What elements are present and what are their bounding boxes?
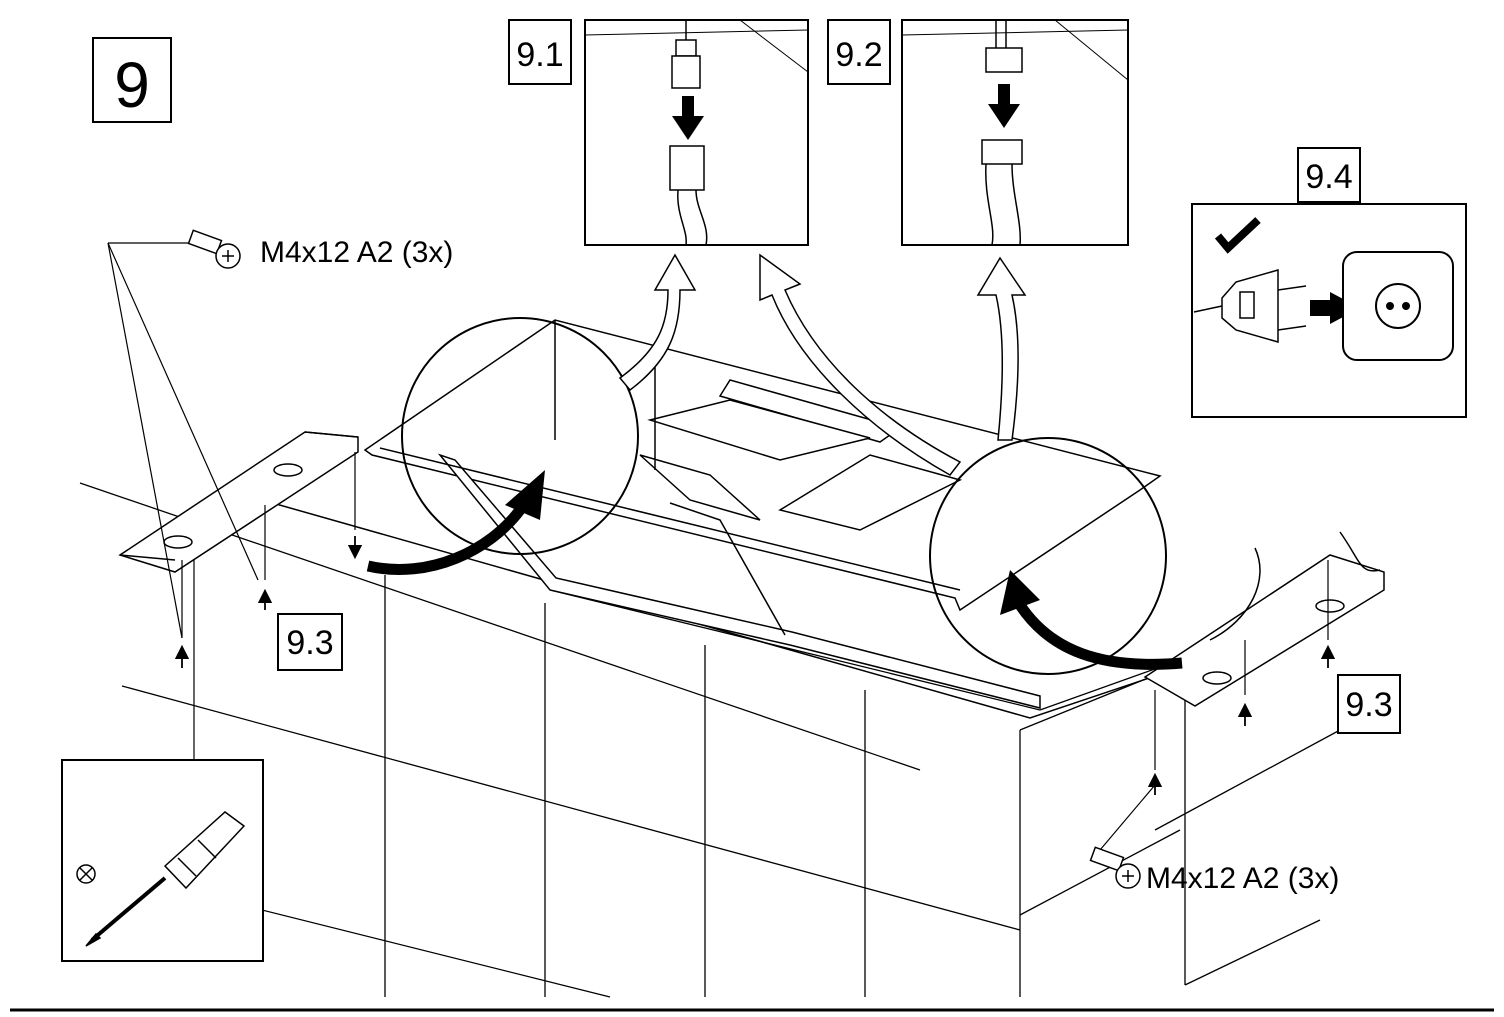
detail-9-4-label: 9.4: [1305, 158, 1352, 196]
step-number: 9: [114, 49, 150, 121]
cabinet-outline: [79, 482, 1341, 998]
screw-spec-left: M4x12 A2 (3x): [187, 229, 453, 269]
magnifier-left: [401, 317, 639, 555]
detail-9-1: 9.1: [508, 19, 809, 246]
screw-arrows: [174, 536, 1336, 795]
detail-9-1-label: 9.1: [516, 36, 563, 74]
magnifier-right: [929, 437, 1167, 675]
socket-connector-icon: [981, 139, 1023, 246]
right-mounting-rail: [1143, 531, 1385, 707]
female-connector-icon: [669, 145, 708, 246]
male-connector-icon: [671, 20, 701, 89]
detail-9-3-right: 9.3: [1337, 674, 1401, 734]
detail-9-3-left: 9.3: [277, 613, 343, 671]
screw-spec-left-text: M4x12 A2 (3x): [260, 236, 453, 269]
screw-guides: [107, 242, 1329, 851]
phillips-screw-icon-right: [1089, 846, 1141, 889]
down-arrow-icon: [672, 96, 704, 140]
phillips-screwdriver-icon: [85, 811, 246, 947]
detail-9-3-left-label: 9.3: [286, 624, 333, 662]
tool-box: [61, 759, 264, 962]
rail-insert-arrows: [366, 470, 1183, 670]
cabinet-top-edge: [261, 499, 1186, 719]
checkmark-icon: [1214, 217, 1261, 254]
left-mounting-rail: [118, 431, 359, 573]
phillips-screw-icon: [187, 229, 241, 269]
detail-9-2-label: 9.2: [835, 36, 882, 74]
plug-connector-icon: [985, 20, 1023, 73]
screw-spec-right-text: M4x12 A2 (3x): [1146, 862, 1339, 895]
step-number-box: 9: [92, 37, 172, 123]
screw-spec-right: M4x12 A2 (3x): [1089, 846, 1339, 895]
phillips-head-icon: [76, 864, 96, 884]
detail-callout-arrows: [618, 253, 1027, 476]
power-plug-icon: [1193, 269, 1307, 343]
hood-panel: [363, 319, 1162, 709]
detail-9-2: 9.2: [827, 19, 1129, 246]
wall-socket-icon: [1342, 251, 1454, 361]
detail-9-3-right-label: 9.3: [1345, 686, 1392, 724]
detail-9-4: 9.4: [1191, 147, 1467, 418]
down-arrow-icon-2: [988, 84, 1020, 128]
